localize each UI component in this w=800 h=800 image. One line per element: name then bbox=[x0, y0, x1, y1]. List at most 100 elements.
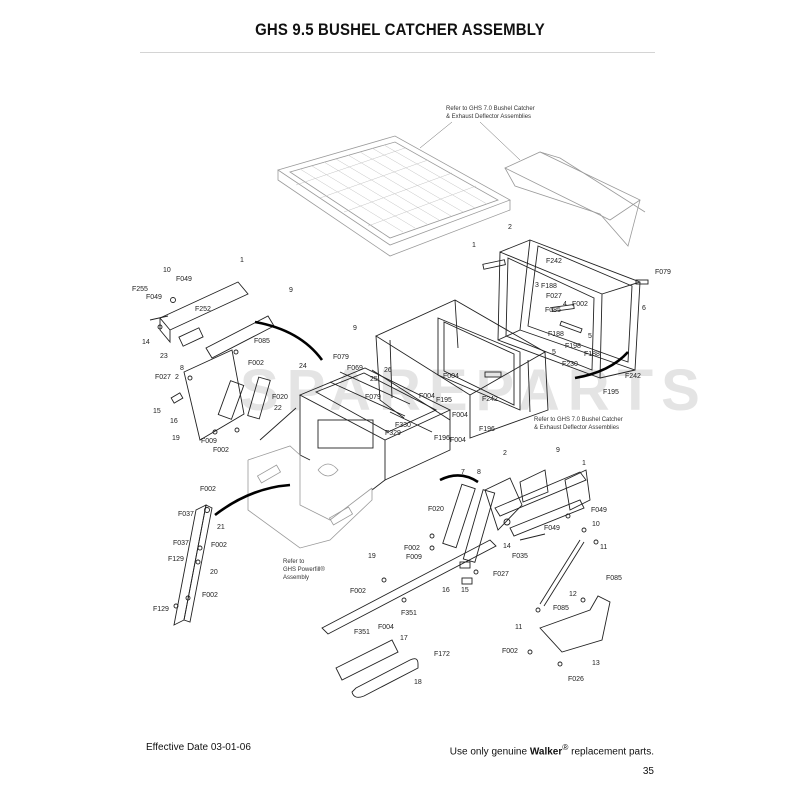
callout-label: 7 bbox=[461, 469, 465, 476]
page-title: GHS 9.5 BUSHEL CATCHER ASSEMBLY bbox=[255, 20, 545, 39]
callout-label: F085 bbox=[553, 605, 569, 612]
callouts-lower-left-post: F002 F037 21 F037 F002 F129 20 F002 F129 bbox=[153, 486, 227, 613]
title-divider bbox=[140, 52, 655, 53]
callout-label: 10 bbox=[163, 267, 171, 274]
callout-label: 13 bbox=[592, 660, 600, 667]
callout-label: F026 bbox=[568, 676, 584, 683]
callout-label: F195 bbox=[603, 389, 619, 396]
callout-label: F196 bbox=[479, 426, 495, 433]
callout-label: F129 bbox=[168, 556, 184, 563]
callout-label: F079 bbox=[333, 354, 349, 361]
callout-label: 16 bbox=[442, 587, 450, 594]
callout-label: 11 bbox=[600, 544, 607, 551]
callouts-upper-left-bracket: 10 F049 1 F255 F049 F252 9 14 F085 23 F0… bbox=[132, 257, 293, 454]
callout-label: F035 bbox=[512, 553, 528, 560]
callout-label: F172 bbox=[434, 651, 450, 658]
callout-label: F037 bbox=[178, 511, 194, 518]
page-number: 35 bbox=[642, 766, 654, 777]
callout-label: F242 bbox=[546, 258, 562, 265]
powerfill-note-line1: Refer to bbox=[283, 559, 305, 565]
main-catcher-frame bbox=[259, 367, 452, 491]
callout-label: F049 bbox=[544, 525, 560, 532]
callout-label: F351 bbox=[401, 610, 417, 617]
callout-label: 8 bbox=[477, 469, 481, 476]
callout-label: F196 bbox=[434, 435, 450, 442]
callout-label: F002 bbox=[202, 592, 218, 599]
callout-label: F329 bbox=[385, 430, 401, 437]
callout-label: F069 bbox=[347, 365, 363, 372]
callouts-center-frame: 9 24 F079 F069 25 26 F004 F079 F004 F195… bbox=[299, 325, 498, 444]
callout-label: F085 bbox=[254, 338, 270, 345]
callout-label: F198 bbox=[565, 343, 581, 350]
callout-label: F004 bbox=[419, 393, 435, 400]
callout-label: F004 bbox=[443, 373, 459, 380]
callout-label: 2 bbox=[503, 450, 507, 457]
callout-label: 3 bbox=[535, 282, 539, 289]
effective-date: Effective Date 03-01-06 bbox=[146, 742, 251, 753]
callout-label: F002 bbox=[572, 301, 588, 308]
callout-label: F009 bbox=[406, 554, 422, 561]
callout-label: 5 bbox=[588, 333, 592, 340]
callout-label: 15 bbox=[153, 408, 161, 415]
callout-label: 23 bbox=[160, 353, 168, 360]
callout-label: 6 bbox=[642, 305, 646, 312]
ref-note-mid-line1: Refer to GHS 7.0 Bushel Catcher bbox=[534, 417, 623, 423]
callout-label: 5 bbox=[552, 349, 556, 356]
callout-label: 25 bbox=[370, 376, 378, 383]
callout-label: F242 bbox=[625, 373, 641, 380]
reference-catcher-screen bbox=[277, 135, 511, 257]
callout-label: F002 bbox=[404, 545, 420, 552]
callout-label: F188 bbox=[584, 351, 600, 358]
callouts-lower-center: 7 8 2 F020 F002 F009 19 F002 F027 16 15 … bbox=[350, 450, 509, 686]
callout-label: F049 bbox=[146, 294, 162, 301]
callout-label: 14 bbox=[503, 543, 511, 550]
callout-label: F002 bbox=[200, 486, 216, 493]
ref-note-mid-line2: & Exhaust Deflector Assemblies bbox=[534, 425, 619, 431]
callouts-lower-right: 9 1 F049 10 F049 14 F035 11 12 F085 F085… bbox=[502, 447, 622, 683]
callout-label: F002 bbox=[350, 588, 366, 595]
arrow-lower-center bbox=[439, 474, 479, 484]
notice-suffix: replacement parts. bbox=[568, 746, 654, 758]
callout-label: F252 bbox=[195, 306, 211, 313]
callout-label: F002 bbox=[248, 360, 264, 367]
callout-label: F027 bbox=[493, 571, 509, 578]
callout-label: F020 bbox=[272, 394, 288, 401]
callout-label: 10 bbox=[592, 521, 600, 528]
callout-label: F020 bbox=[428, 506, 444, 513]
callout-label: F195 bbox=[436, 397, 452, 404]
callout-label: 11 bbox=[515, 624, 522, 631]
callout-label: 1 bbox=[240, 257, 244, 264]
callout-label: 24 bbox=[299, 363, 307, 370]
callout-label: 17 bbox=[400, 635, 408, 642]
ref-note-top-line2: & Exhaust Deflector Assemblies bbox=[446, 114, 531, 120]
ref-note-top-line1: Refer to GHS 7.0 Bushel Catcher bbox=[446, 106, 535, 112]
callout-label: 1 bbox=[582, 460, 586, 467]
callout-label: 14 bbox=[142, 339, 150, 346]
powerfill-reference-body bbox=[247, 445, 373, 549]
callout-label: F004 bbox=[450, 437, 466, 444]
callout-label: 12 bbox=[569, 591, 577, 598]
callout-label: 2 bbox=[175, 374, 179, 381]
callout-label: F049 bbox=[591, 507, 607, 514]
callout-label: 19 bbox=[172, 435, 180, 442]
callout-label: F351 bbox=[354, 629, 370, 636]
callout-label: 18 bbox=[414, 679, 422, 686]
registered-mark: ® bbox=[562, 742, 569, 752]
brand-name: Walker bbox=[529, 746, 563, 758]
callout-label: F242 bbox=[482, 396, 498, 403]
arrow-lower-left bbox=[214, 483, 291, 517]
lower-right-bracket-assembly bbox=[494, 469, 611, 667]
callout-label: 22 bbox=[274, 405, 282, 412]
callout-label: F037 bbox=[173, 540, 189, 547]
callout-label: 9 bbox=[289, 287, 293, 294]
callout-label: 4 bbox=[563, 301, 567, 308]
callout-label: F079 bbox=[655, 269, 671, 276]
callout-label: 9 bbox=[353, 325, 357, 332]
callout-label: F027 bbox=[155, 374, 171, 381]
callout-label: 1 bbox=[472, 242, 476, 249]
arrow-upper-left bbox=[254, 320, 324, 361]
callout-label: 16 bbox=[170, 418, 178, 425]
callout-label: F049 bbox=[176, 276, 192, 283]
callout-label: F004 bbox=[452, 412, 468, 419]
